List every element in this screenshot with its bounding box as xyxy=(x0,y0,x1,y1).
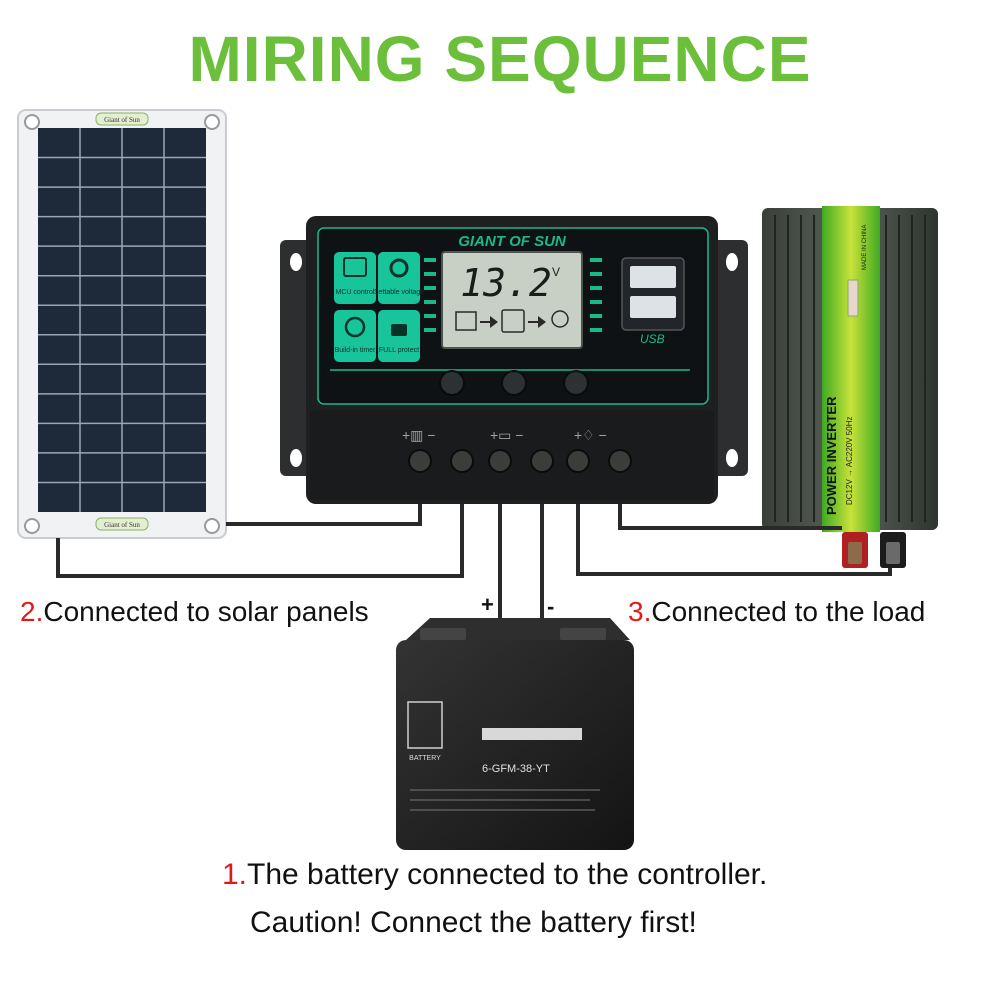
page-title: MIRING SEQUENCE xyxy=(188,23,812,95)
menu-button[interactable] xyxy=(439,370,465,396)
solar-panel: Giant of Sun Giant of Sun xyxy=(17,109,227,539)
bulb-icon xyxy=(551,310,569,328)
screw-icon xyxy=(450,449,474,473)
step-load: 3.Connected to the load xyxy=(628,596,925,628)
wire-load-negative xyxy=(576,470,892,576)
usb-port-icon xyxy=(630,266,676,288)
controller-brand: GIANT OF SUN xyxy=(458,233,567,250)
battery-brand-logo xyxy=(407,701,443,749)
feature-label: MCU control xyxy=(336,289,375,296)
chip-icon xyxy=(343,257,367,277)
inverter-made: MADE IN CHINA xyxy=(862,225,868,270)
usb-port-icon xyxy=(630,296,676,318)
step-number: 2. xyxy=(20,596,44,627)
inverter-label: POWER INVERTER xyxy=(824,396,839,515)
down-button[interactable] xyxy=(563,370,589,396)
panel-bottom-label: Giant of Sun xyxy=(104,521,140,529)
arrow-right-icon xyxy=(480,316,498,328)
screw-icon xyxy=(408,449,432,473)
battery-positive-label: + xyxy=(481,592,494,617)
voltage-readout: 13.2 xyxy=(460,261,552,305)
arrow-right-icon xyxy=(528,316,546,328)
feature-label: Settable voltage xyxy=(374,289,424,296)
feature-label: FULL protect xyxy=(379,347,419,354)
battery-terminal-mark: +▭ − xyxy=(490,427,523,443)
screw-icon xyxy=(488,449,512,473)
step-text: Connected to solar panels xyxy=(43,596,369,627)
voltage-unit: V xyxy=(552,265,560,279)
battery-negative-post xyxy=(560,628,606,640)
usb-label: USB xyxy=(640,332,665,346)
screw-icon xyxy=(530,449,554,473)
power-inverter: POWER INVERTER DC12V → AC220V 50Hz MADE … xyxy=(762,206,938,568)
voltage-feature-tile xyxy=(378,252,420,304)
inverter-spec: DC12V → AC220V 50Hz xyxy=(845,417,854,506)
mount-hole-icon xyxy=(24,114,40,130)
solar-icon xyxy=(455,311,477,331)
mcu-feature-tile xyxy=(334,252,376,304)
clock-icon xyxy=(344,316,366,338)
inverter-indicator xyxy=(847,279,859,317)
wire-panel-negative xyxy=(56,470,464,578)
up-button[interactable] xyxy=(501,370,527,396)
mount-hole-icon xyxy=(24,518,40,534)
terminal-block xyxy=(310,410,714,500)
step-text: Connected to the load xyxy=(651,596,926,627)
lock-icon xyxy=(391,324,407,336)
step-number: 1. xyxy=(222,858,248,891)
solar-terminal-mark: +▥ − xyxy=(402,427,435,443)
caution-note: Caution! Connect the battery first! xyxy=(250,906,697,939)
screw-icon xyxy=(608,449,632,473)
step-number: 3. xyxy=(628,596,652,627)
step-battery: 1.The battery connected to the controlle… xyxy=(222,858,767,892)
inverter-label-band xyxy=(822,206,880,532)
lcd-display xyxy=(441,251,583,349)
panel-top-label: Giant of Sun xyxy=(104,116,140,124)
step-solar-panels: 2.Connected to solar panels xyxy=(20,596,369,628)
battery-label-strip xyxy=(482,728,582,740)
battery-brand: BATTERY xyxy=(409,755,441,762)
battery-negative-label: - xyxy=(547,594,555,619)
step-text: The battery connected to the controller. xyxy=(247,858,768,891)
screw-icon xyxy=(566,449,590,473)
terminal-screws xyxy=(408,449,632,473)
battery: BATTERY 6-GFM-38-YT xyxy=(396,618,634,850)
mount-hole-icon xyxy=(204,114,220,130)
mount-hole-icon xyxy=(204,518,220,534)
battery-model: 6-GFM-38-YT xyxy=(482,763,550,775)
feature-label: Build-in timer xyxy=(335,347,377,354)
load-terminal-mark: +♢ − xyxy=(574,427,607,443)
gear-icon xyxy=(389,258,409,278)
charge-controller: GIANT OF SUN MCU control Settable voltag… xyxy=(280,216,748,504)
battery-positive-post xyxy=(420,628,466,640)
battery-icon xyxy=(501,309,525,333)
